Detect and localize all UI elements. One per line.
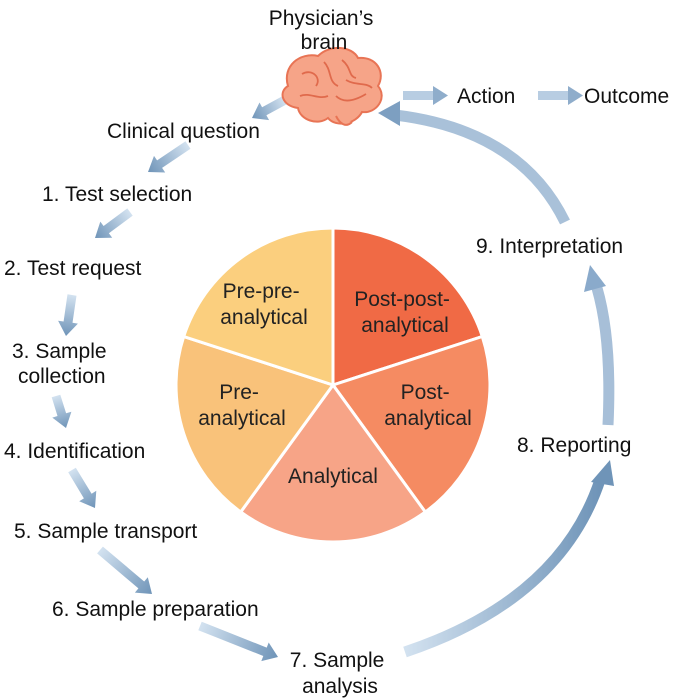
step-interpretation: 9. Interpretation <box>476 235 623 258</box>
step-sample-preparation: 6. Sample preparation <box>52 598 259 621</box>
arrow-preparation-to-analysis <box>198 621 278 662</box>
arrow-question-to-selection <box>148 141 191 173</box>
step-sample-transport: 5. Sample transport <box>14 520 197 543</box>
outcome-label: Outcome <box>584 85 669 108</box>
step-sample-collection: 3. Sample collection <box>12 340 112 388</box>
arrow-brain-to-action <box>403 86 448 105</box>
pie-label-pre-pre-analytical: Pre-pre- analytical <box>220 280 308 329</box>
pie-label-pre-analytical: Pre- analytical <box>198 381 286 430</box>
pie-label-analytical: Analytical <box>288 465 378 488</box>
pie-segment-post-analytical <box>330 334 492 515</box>
arc-reporting-to-interpretation <box>591 286 615 426</box>
arrow-identification-to-transport <box>68 467 97 508</box>
arrowhead-brain <box>378 101 400 126</box>
arrow-brain-to-question <box>252 96 288 121</box>
arc-analysis-to-reporting <box>403 478 606 658</box>
arrowhead-interpretation <box>584 265 606 292</box>
pie-segment-pre-analytical <box>174 334 336 515</box>
brain-icon <box>281 47 383 126</box>
pie-segment-analytical <box>238 382 428 544</box>
arrow-selection-to-request <box>95 208 133 238</box>
step-test-selection: 1. Test selection <box>42 183 192 206</box>
pie-segment-post-post-analytical <box>331 226 485 388</box>
step-test-request: 2. Test request <box>4 257 142 280</box>
arrowhead-reporting <box>591 460 614 486</box>
phase-pie: Post-post- analytical Post- analytical A… <box>174 226 492 544</box>
step-identification: 4. Identification <box>4 440 145 463</box>
pie-label-post-post-analytical: Post-post- analytical <box>354 288 456 337</box>
step-sample-analysis: 7. Sample analysis <box>290 649 390 698</box>
action-label: Action <box>457 85 515 108</box>
step-reporting: 8. Reporting <box>517 434 631 457</box>
left-flow-arrows <box>51 96 288 662</box>
arrow-collection-to-identification <box>51 394 72 428</box>
pie-label-post-analytical: Post- analytical <box>384 381 472 430</box>
arrow-transport-to-preparation <box>97 546 152 594</box>
arrow-action-to-outcome <box>538 86 583 105</box>
clinical-question-label: Clinical question <box>107 120 260 143</box>
pie-segment-pre-pre-analytical <box>181 226 335 388</box>
brain-label: Physician’s brain <box>269 7 380 54</box>
arrow-request-to-collection <box>58 294 78 336</box>
arc-interpretation-to-brain <box>394 109 570 225</box>
